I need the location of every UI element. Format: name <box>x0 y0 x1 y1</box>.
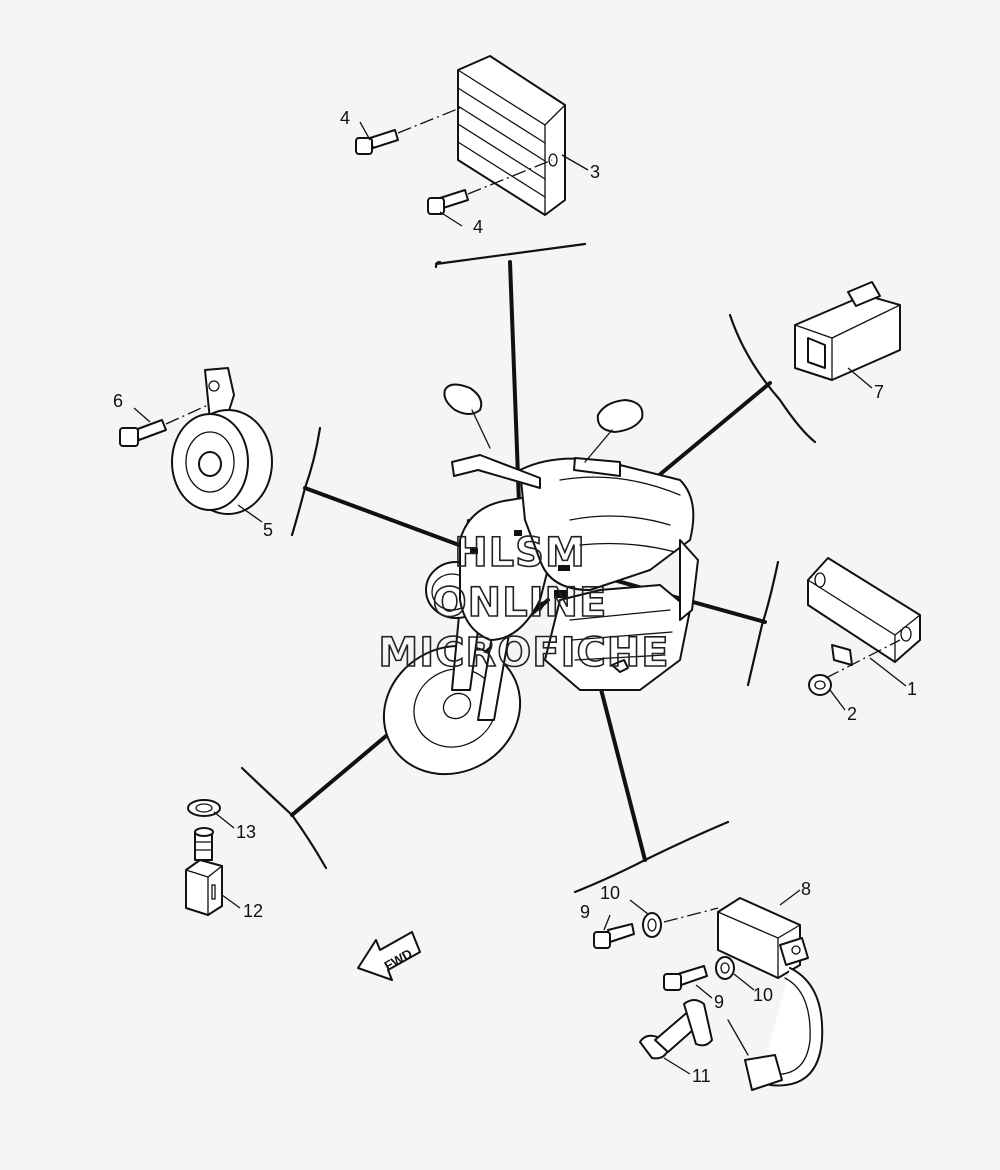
bolt-4-lower <box>427 159 553 215</box>
bolt-6 <box>119 404 209 447</box>
watermark-line-2: ONLINE <box>433 580 608 626</box>
callout-8: 8 <box>801 879 811 899</box>
callout-10-lower: 10 <box>753 985 773 1005</box>
motorcycle-illustration <box>382 383 699 776</box>
callout-3: 3 <box>590 162 600 182</box>
callout-13: 13 <box>236 822 256 842</box>
bolt-4-upper <box>355 107 461 155</box>
group-brackets <box>240 242 817 894</box>
high-tension-lead <box>727 967 824 1091</box>
callout-10-upper: 10 <box>600 883 620 903</box>
bolt-9-upper <box>593 923 635 949</box>
watermark-line-1: HLSM <box>454 530 586 576</box>
washer-13 <box>187 799 221 817</box>
nut-2 <box>808 639 901 696</box>
rectifier-regulator-part <box>457 55 566 216</box>
callout-1: 1 <box>907 679 917 699</box>
horn-part <box>171 367 273 515</box>
callout-4-lower: 4 <box>473 217 483 237</box>
callout-12: 12 <box>243 901 263 921</box>
plug-cap-11 <box>639 999 713 1060</box>
callout-7: 7 <box>874 382 884 402</box>
connector-part <box>794 281 901 381</box>
ignition-coil-part <box>663 897 809 979</box>
callout-numbers: 3 4 4 6 5 7 1 2 13 12 8 10 9 9 10 11 <box>113 108 917 1086</box>
watermark-line-3: MICROFICHE <box>378 630 669 676</box>
callout-2: 2 <box>847 704 857 724</box>
washer-10-upper <box>642 912 662 938</box>
callout-6: 6 <box>113 391 123 411</box>
leader-lines <box>133 121 907 1075</box>
callout-4-upper: 4 <box>340 108 350 128</box>
callout-9-upper: 9 <box>580 902 590 922</box>
washer-10-lower <box>715 956 735 980</box>
switch-12 <box>185 827 223 916</box>
callout-5: 5 <box>263 520 273 540</box>
forward-direction-arrow: FWD <box>357 931 421 981</box>
bolt-9-lower <box>663 965 708 991</box>
callout-11: 11 <box>692 1066 711 1086</box>
watermark: HLSM ONLINE MICROFICHE <box>378 529 670 677</box>
callout-9-lower: 9 <box>714 992 724 1012</box>
igniter-unit-part <box>807 557 921 666</box>
